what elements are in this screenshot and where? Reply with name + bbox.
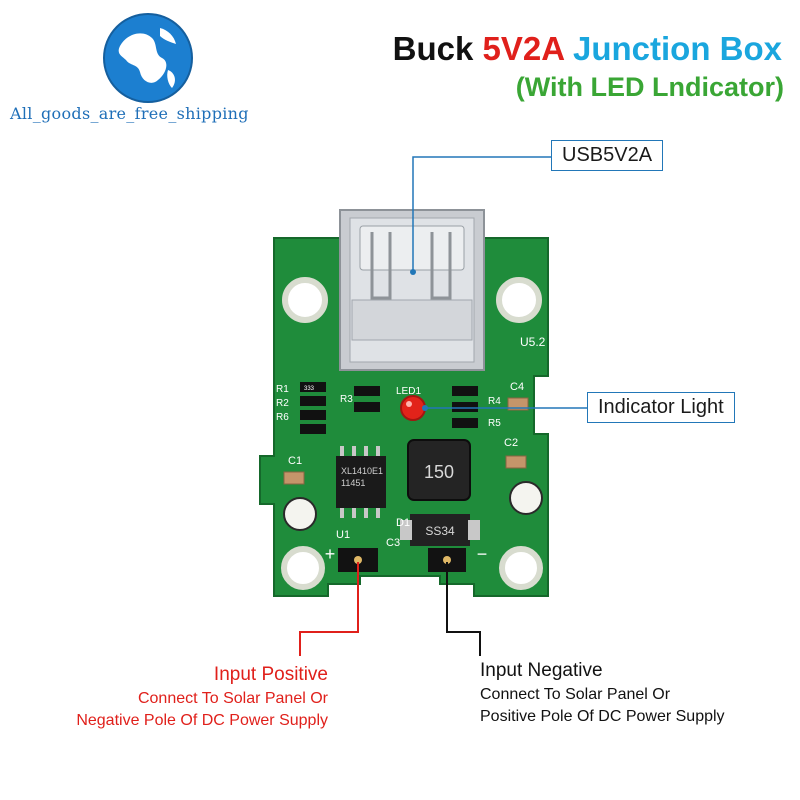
title-part-spec: 5V2A [482, 30, 564, 67]
input-positive-label: Input Positive Connect To Solar Panel Or… [76, 664, 328, 730]
input-negative-heading: Input Negative [480, 660, 603, 681]
led-marking: LED1 [396, 386, 421, 397]
r4-marking: R4 [488, 396, 501, 407]
usb-leader-line [412, 156, 551, 272]
schottky-diode: SS34 [400, 514, 480, 546]
logo-text: All_goods_are_free_shipping [10, 104, 249, 123]
r3-marking: R3 [340, 394, 353, 405]
input-positive-line2: Negative Pole Of DC Power Supply [76, 712, 328, 729]
diode-marking: SS34 [425, 524, 455, 538]
input-negative-label: Input Negative Connect To Solar Panel Or… [480, 660, 725, 726]
globe-logo-icon [103, 13, 193, 103]
input-negative-line1: Connect To Solar Panel Or [480, 686, 671, 703]
mount-hole-br [499, 546, 543, 590]
inductor-marking: 150 [424, 462, 454, 482]
input-positive-line1: Connect To Solar Panel Or [137, 690, 328, 707]
resistor-array-left [300, 382, 380, 434]
c1-marking: C1 [288, 455, 302, 467]
negative-leader-line [446, 562, 481, 656]
resistor-array-right [452, 386, 529, 428]
indicator-light-callout-label: Indicator Light [587, 392, 735, 423]
buck-ic-chip: XL1410E1 11451 [336, 446, 386, 518]
title-part-buck: Buck [392, 30, 474, 67]
resistor-code-marking: 333 [304, 386, 315, 392]
usb-callout-label: USB5V2A [551, 140, 664, 171]
r2-marking: R2 [276, 398, 289, 409]
input-negative-line2: Positive Pole Of DC Power Supply [480, 708, 725, 725]
capacitor-c1 [283, 497, 317, 531]
chip-marking: XL1410E1 [341, 466, 383, 476]
mount-hole-bl [281, 546, 325, 590]
capacitor-c2 [509, 481, 543, 515]
minus-marking: − [477, 544, 488, 564]
u1-marking: U1 [336, 529, 350, 541]
r5-marking: R5 [488, 418, 501, 429]
c2-marking: C2 [504, 437, 518, 449]
page-title: Buck 5V2A Junction Box [393, 30, 782, 68]
usb-connector [339, 209, 485, 371]
mount-hole-tr [496, 277, 542, 323]
input-positive-heading: Input Positive [213, 664, 328, 685]
mount-hole-tl [282, 277, 328, 323]
r1-marking: R1 [276, 384, 289, 395]
inductor: 150 [407, 439, 471, 501]
c3-marking: C3 [386, 537, 400, 549]
page-subtitle: (With LED Lndicator) [515, 72, 784, 102]
plus-marking: + [325, 544, 336, 564]
chip-code: 11451 [341, 478, 365, 488]
title-part-product: Junction Box [572, 30, 782, 67]
r6-marking: R6 [276, 412, 289, 423]
usb-marking: U5.2 [520, 335, 546, 349]
d1-marking: D1 [396, 517, 410, 529]
indicator-led [400, 395, 426, 421]
positive-leader-line [299, 562, 359, 656]
c4-marking: C4 [510, 381, 524, 393]
